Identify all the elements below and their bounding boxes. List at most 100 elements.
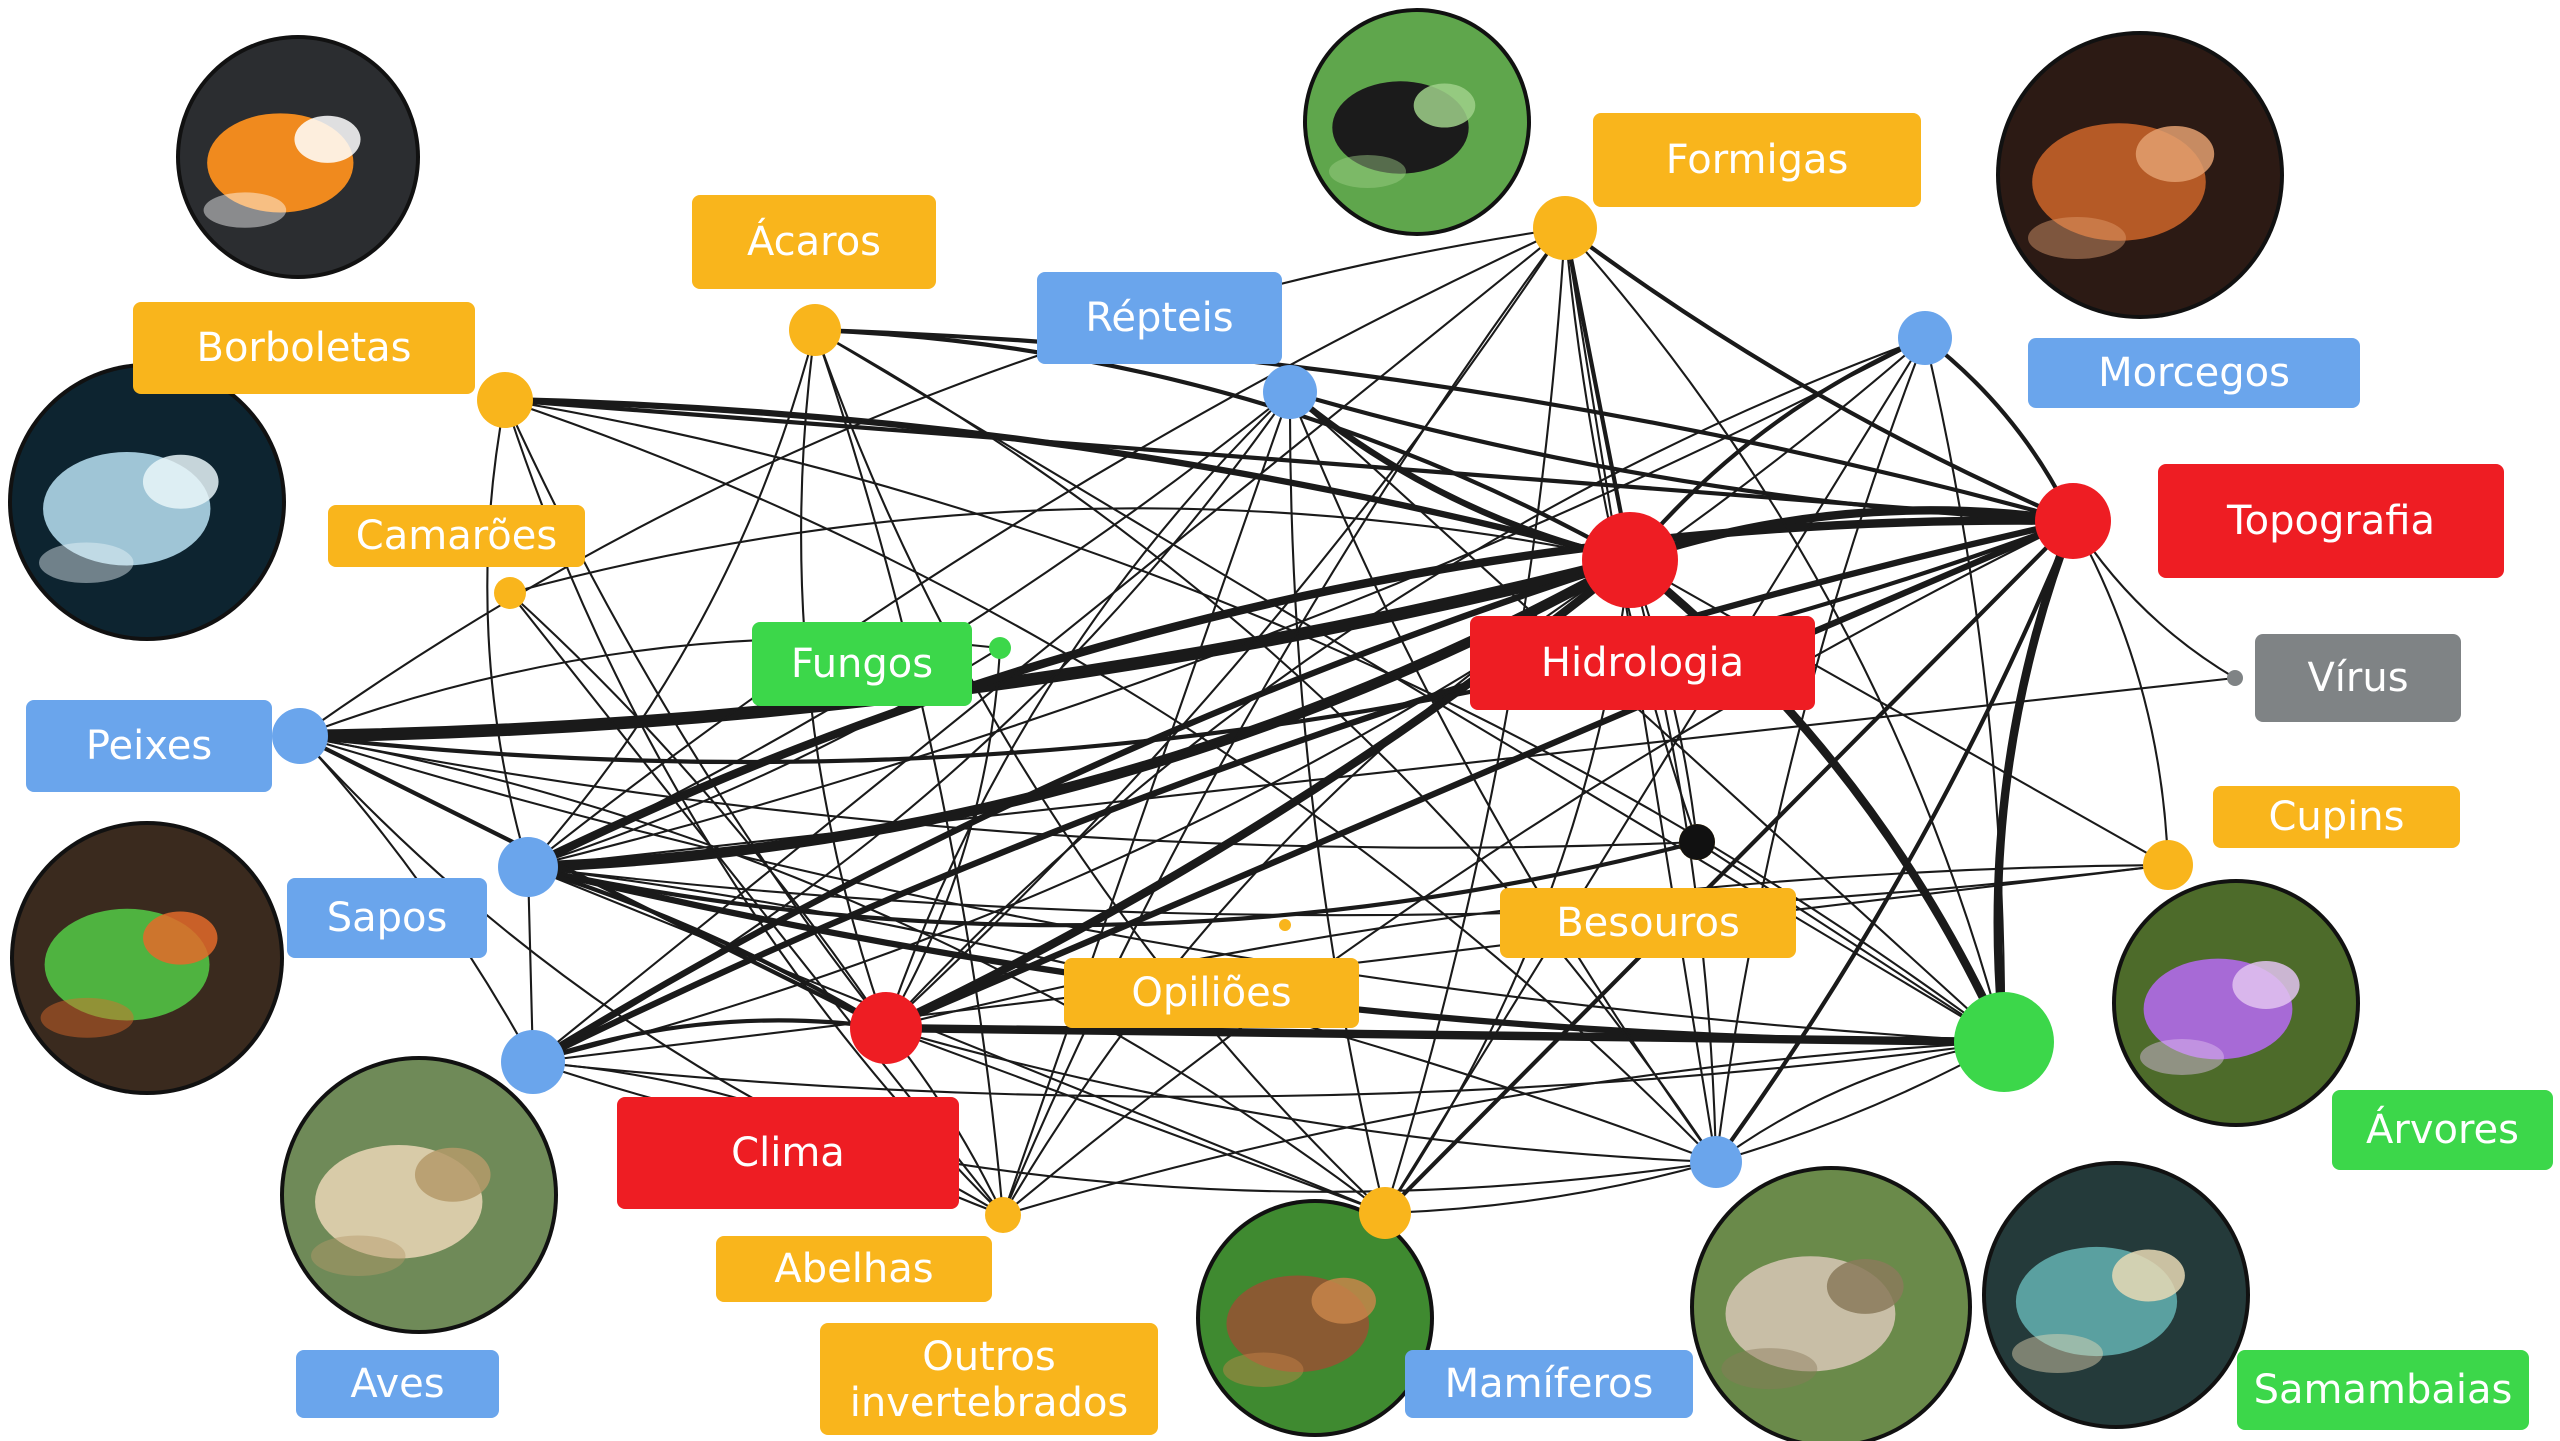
- node-hidrologia[interactable]: [1582, 512, 1678, 608]
- label-morcegos[interactable]: Morcegos: [2028, 338, 2360, 408]
- label-topografia[interactable]: Topografia: [2158, 464, 2504, 578]
- label-text-virus: Vírus: [2307, 655, 2408, 701]
- label-besouros[interactable]: Besouros: [1500, 888, 1796, 958]
- label-text-acaros: Ácaros: [747, 217, 881, 265]
- label-text-morcegos: Morcegos: [2098, 350, 2290, 396]
- label-opilioes[interactable]: Opiliões: [1064, 958, 1359, 1028]
- edge-topografia-cupins: [2071, 519, 2170, 867]
- node-sapos[interactable]: [498, 837, 558, 897]
- label-abelhas[interactable]: Abelhas: [716, 1236, 992, 1302]
- label-box-peixes: [26, 700, 272, 792]
- edge-formigas-clima: [884, 226, 1567, 1030]
- label-box-virus: [2255, 634, 2461, 722]
- edge-acaros-sapos: [526, 328, 817, 869]
- label-formigas[interactable]: Formigas: [1593, 113, 1921, 207]
- label-borboletas[interactable]: Borboletas: [133, 302, 475, 394]
- label-text-borboletas: Borboletas: [197, 325, 412, 371]
- label-hidrologia[interactable]: Hidrologia: [1470, 616, 1815, 710]
- node-layer: [272, 196, 2243, 1239]
- label-text-mamiferos: Mamíferos: [1445, 1361, 1654, 1407]
- edge-clima-spider: [884, 1026, 1387, 1215]
- edge-besouros-sapos: [525, 839, 1700, 928]
- edge-formigas-abelhas: [1001, 226, 1567, 1217]
- node-formigas[interactable]: [1533, 196, 1597, 260]
- bird-photo: [280, 1056, 558, 1334]
- label-peixes[interactable]: Peixes: [26, 700, 272, 792]
- label-box-repteis: [1037, 272, 1282, 364]
- node-opilioes[interactable]: [1279, 919, 1291, 931]
- node-borboletas[interactable]: [477, 372, 533, 428]
- node-repteis[interactable]: [1263, 365, 1317, 419]
- edge-hidrologia-cupins: [1628, 558, 2170, 867]
- edge-topografia-abelhas: [1001, 519, 2075, 1217]
- label-camaroes[interactable]: Camarões: [328, 505, 585, 567]
- edge-peixes-arvores: [298, 734, 2006, 1044]
- label-box-acaros: [692, 195, 936, 289]
- label-acaros[interactable]: Ácaros: [692, 195, 936, 289]
- edge-borboletas-mamiferos: [503, 398, 1718, 1164]
- node-clima[interactable]: [850, 992, 922, 1064]
- edge-acaros-spider: [813, 328, 1387, 1215]
- label-text-topografia: Topografia: [2226, 498, 2435, 544]
- edge-acaros-hidrologia: [812, 327, 1633, 563]
- node-cupins[interactable]: [2143, 840, 2193, 890]
- label-virus[interactable]: Vírus: [2255, 634, 2461, 722]
- node-besouros-hub: [1679, 824, 1715, 860]
- label-clima[interactable]: Clima: [617, 1097, 959, 1209]
- edge-morcegos-sapos: [526, 336, 1927, 869]
- edge-spider-topografia: [1382, 518, 2076, 1216]
- label-repteis[interactable]: Répteis: [1037, 272, 1282, 364]
- node-mamiferos[interactable]: [1690, 1136, 1742, 1188]
- edge-aves-arvores: [531, 1040, 2006, 1098]
- edge-repteis-clima: [884, 390, 1292, 1030]
- edge-repteis-mamiferos: [1288, 390, 1718, 1164]
- ant-photo: [1303, 8, 1531, 236]
- sloth-photo: [1690, 1166, 1972, 1441]
- edge-formigas-hidrologia: [1562, 225, 1633, 563]
- label-box-arvores: [2332, 1090, 2553, 1170]
- label-text-cupins: Cupins: [2269, 794, 2405, 840]
- label-box-cupins: [2213, 786, 2460, 848]
- label-aves[interactable]: Aves: [296, 1350, 499, 1418]
- label-text-repteis: Répteis: [1085, 295, 1233, 341]
- label-text-peixes: Peixes: [86, 723, 212, 769]
- edge-mamiferos-topografia: [1713, 518, 2076, 1165]
- node-acaros[interactable]: [789, 304, 841, 356]
- edge-sapos-spider: [526, 865, 1387, 1215]
- node-arvores[interactable]: [1954, 992, 2054, 1092]
- edge-virus-sapos: [526, 676, 2237, 869]
- edge-formigas-spider: [1383, 226, 1567, 1215]
- node-topografia[interactable]: [2035, 483, 2111, 559]
- label-cupins[interactable]: Cupins: [2213, 786, 2460, 848]
- label-text-abelhas: Abelhas: [774, 1246, 933, 1292]
- label-box-morcegos: [2028, 338, 2360, 408]
- node-spider[interactable]: [1359, 1187, 1411, 1239]
- edge-morcegos-mamiferos: [1714, 336, 1927, 1164]
- label-sapos[interactable]: Sapos: [287, 878, 487, 958]
- node-camaroes[interactable]: [494, 577, 526, 609]
- label-box-clima: [617, 1097, 959, 1209]
- label-arvores[interactable]: Árvores: [2332, 1090, 2553, 1170]
- node-peixes[interactable]: [272, 708, 328, 764]
- label-box-besouros: [1500, 888, 1796, 958]
- node-virus[interactable]: [2227, 670, 2243, 686]
- node-morcegos[interactable]: [1898, 311, 1952, 365]
- label-mamiferos[interactable]: Mamíferos: [1405, 1350, 1693, 1418]
- spider-photo: [1196, 1199, 1434, 1437]
- edge-repteis-arvores: [1288, 390, 2006, 1044]
- label-samambaias[interactable]: Samambaias: [2237, 1350, 2529, 1430]
- edge-morcegos-clima: [884, 336, 1927, 1030]
- label-text-opilioes: Opiliões: [1131, 970, 1291, 1016]
- label-box-fungos: [752, 622, 972, 706]
- label-box-camaroes: [328, 505, 585, 567]
- frog-photo: [10, 821, 284, 1095]
- node-fungos[interactable]: [989, 637, 1011, 659]
- edge-topografia-arvores: [1993, 516, 2078, 1047]
- label-box-samambaias: [2237, 1350, 2529, 1430]
- node-abelhas[interactable]: [985, 1197, 1021, 1233]
- label-text-besouros: Besouros: [1556, 900, 1740, 946]
- label-fungos[interactable]: Fungos: [752, 622, 972, 706]
- bat-photo: [1996, 31, 2284, 319]
- node-aves[interactable]: [501, 1030, 565, 1094]
